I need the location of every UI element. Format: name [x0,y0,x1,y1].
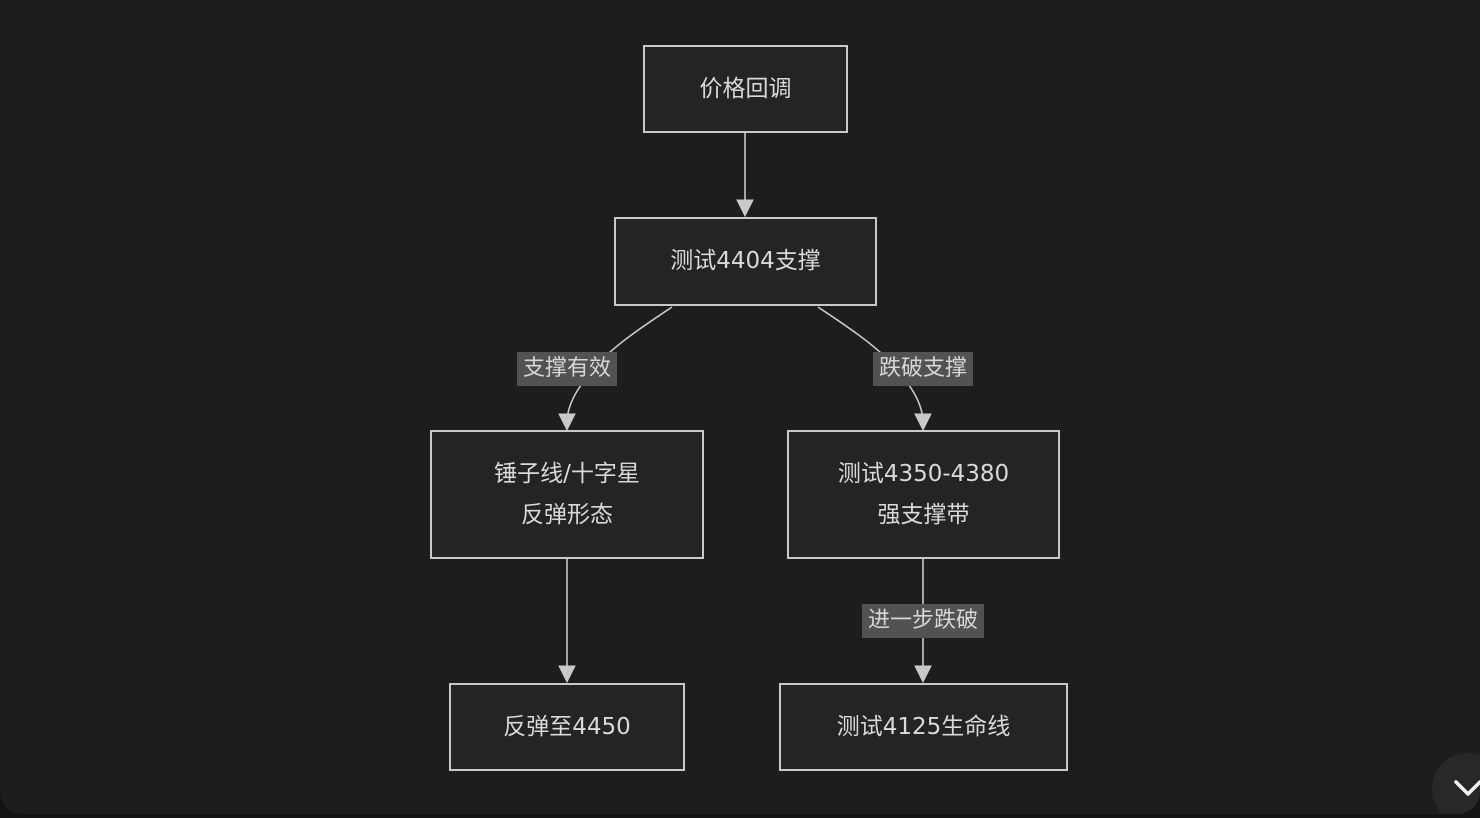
node-price-pullback-label: 价格回调 [699,75,792,102]
node-test-4404-support-label: 测试4404支撑 [670,248,821,275]
chevron-down-icon [1454,780,1480,796]
node-test-4125-lifeline-label: 测试4125生命线 [836,713,1011,740]
edge-hammer-to-4450 [558,559,576,684]
node-hammer-doji-line1: 锤子线/十字星 [494,461,640,488]
edge-label-support-breaks: 跌破支撑 [872,352,974,386]
node-hammer-doji-line2: 反弹形态 [521,501,613,528]
edge-label-further-break: 进一步跌破 [861,604,985,638]
node-test-4350-4380-line1: 测试4350-4380 [837,461,1010,488]
edge-pullback-to-4404 [736,133,754,218]
node-hammer-doji-pattern: 锤子线/十字星 反弹形态 [430,430,704,559]
edge-label-support-holds: 支撑有效 [516,352,618,386]
node-rebound-4450-label: 反弹至4450 [503,713,631,740]
node-test-4404-support: 测试4404支撑 [614,217,877,306]
node-test-4350-4380-line2: 强支撑带 [877,501,970,528]
node-rebound-4450: 反弹至4450 [449,683,685,771]
node-test-4125-lifeline: 测试4125生命线 [779,683,1068,771]
node-price-pullback: 价格回调 [643,45,848,133]
node-test-4350-4380-band: 测试4350-4380 强支撑带 [787,430,1060,559]
